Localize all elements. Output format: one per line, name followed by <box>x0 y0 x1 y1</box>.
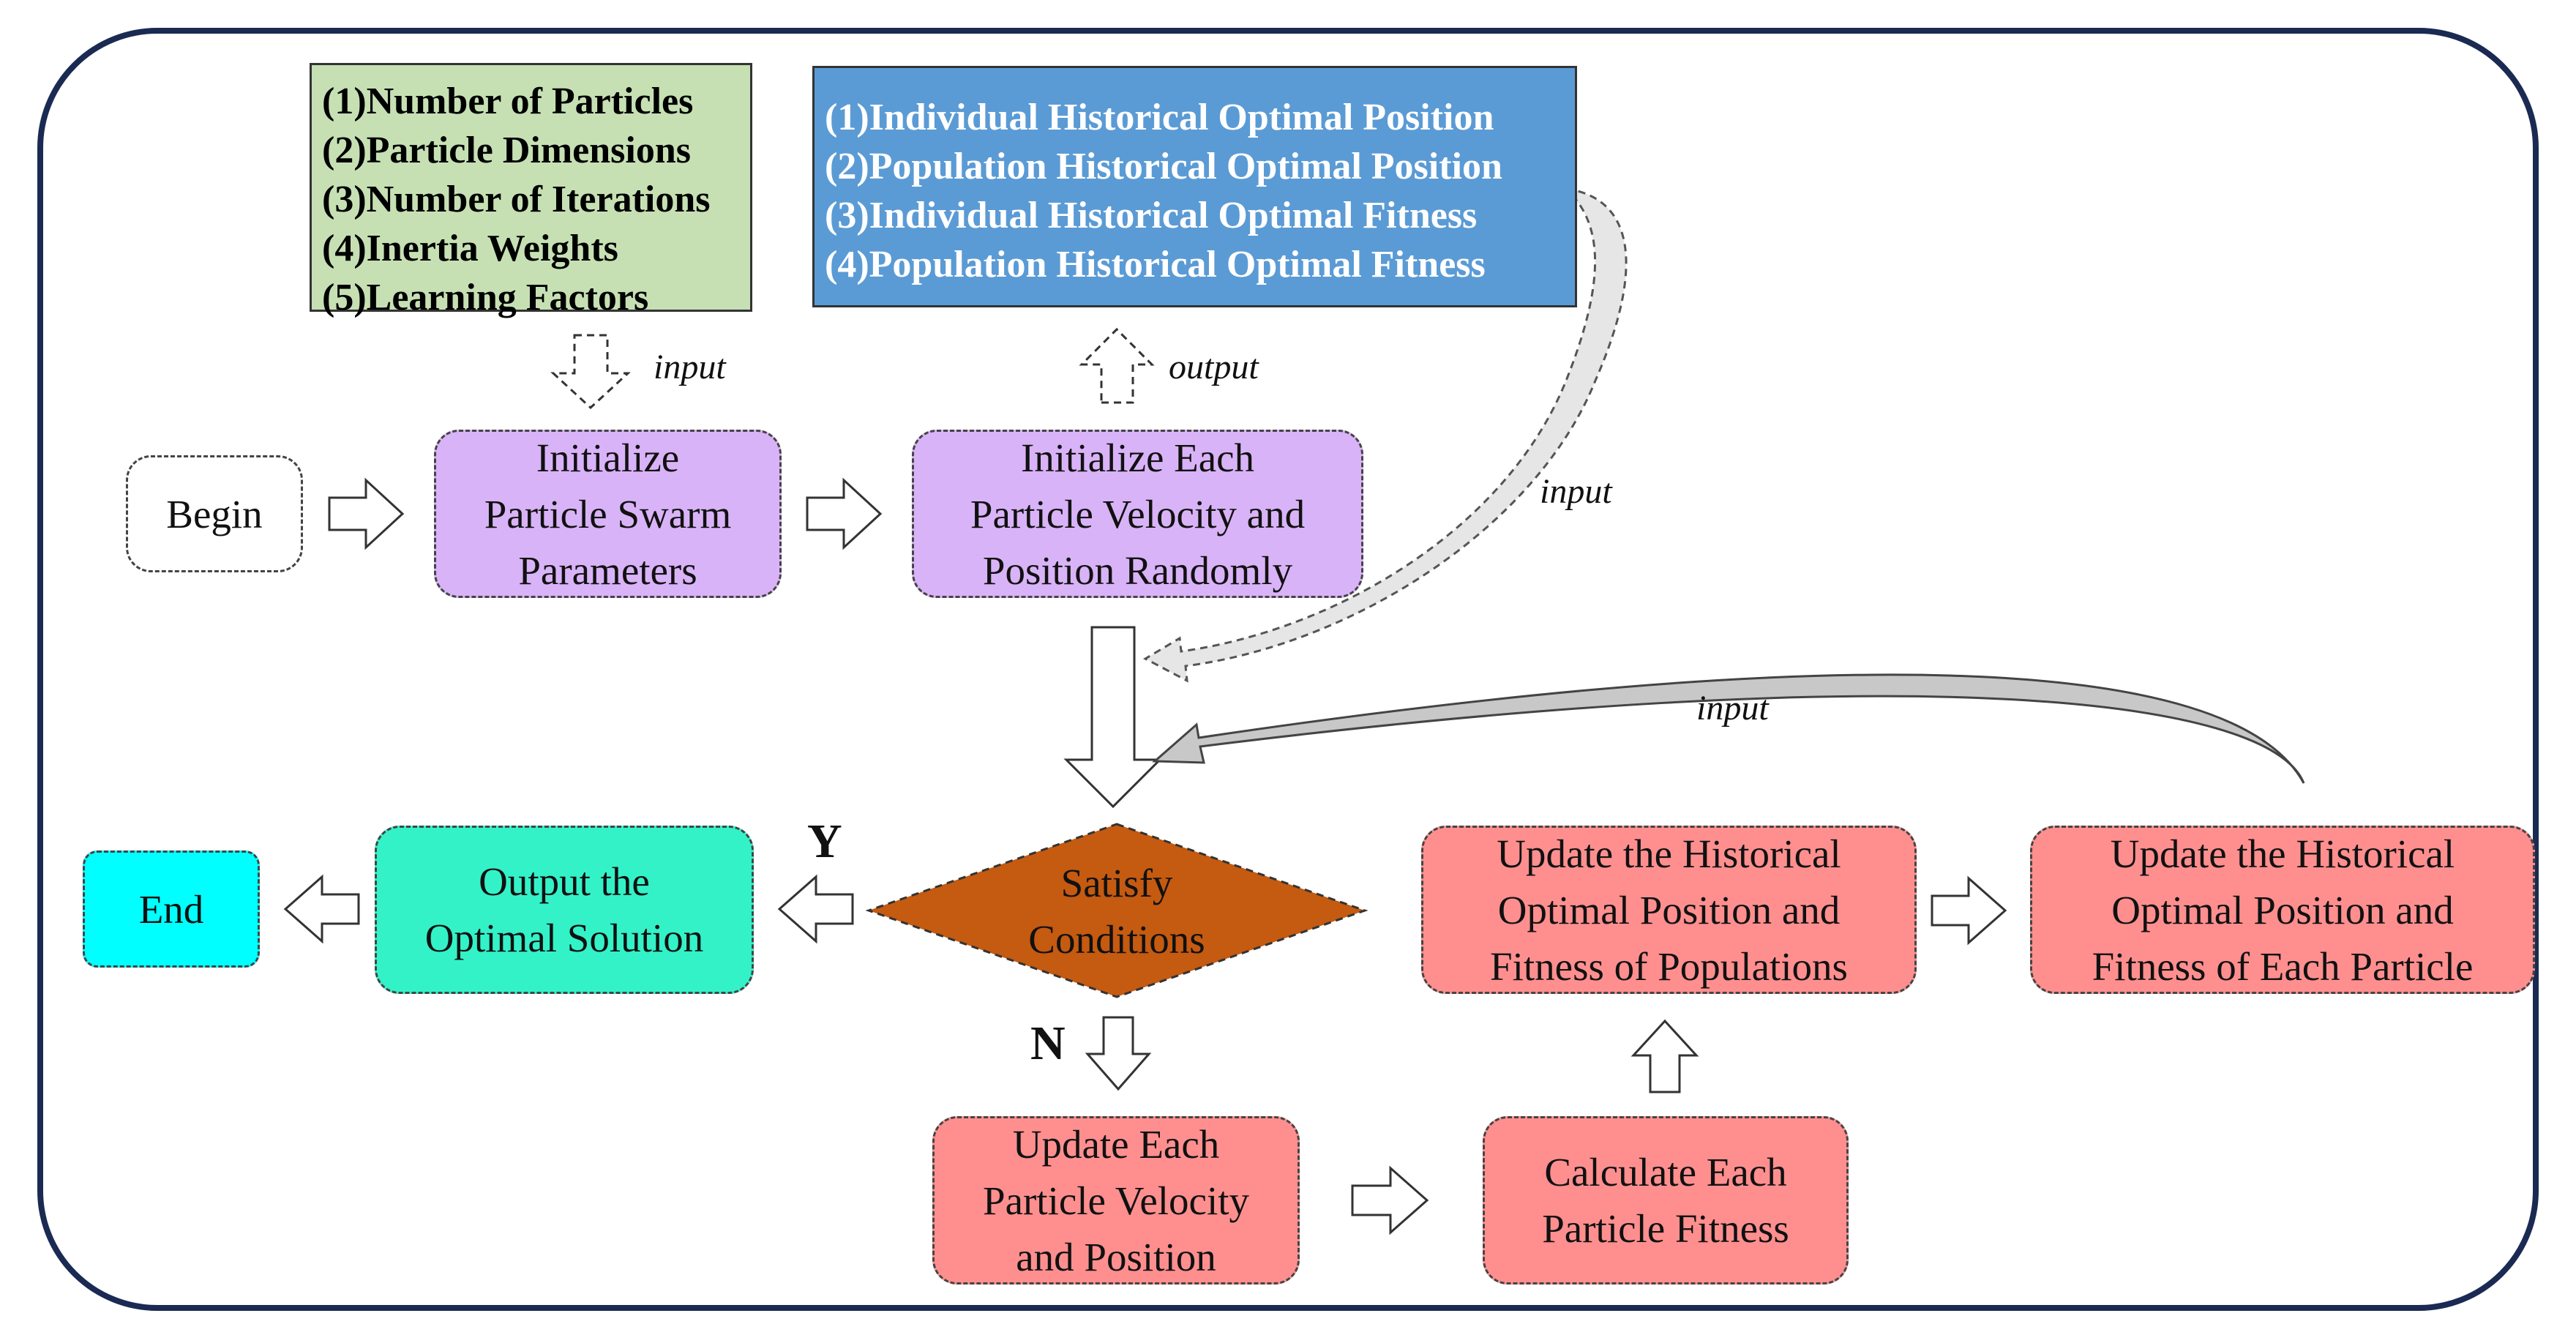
label-input-params: input <box>654 348 726 386</box>
node-init-params-label: Initialize Particle Swarm Parameters <box>484 435 732 593</box>
output-item: (4)Population Historical Optimal Fitness <box>825 244 1486 285</box>
node-update-population: Update the Historical Optimal Position a… <box>1421 826 1917 994</box>
curved-arrow-outputs-to-flow <box>1142 187 1628 683</box>
label-no: N <box>1030 1017 1066 1070</box>
node-decision: Satisfy Conditions <box>951 853 1282 970</box>
arrow-begin-to-init <box>328 477 405 550</box>
outputs-box: (1)Individual Historical Optimal Positio… <box>812 66 1577 307</box>
output-item: (1)Individual Historical Optimal Positio… <box>825 97 1494 138</box>
arrow-init-to-velocity <box>806 477 883 550</box>
param-item: (5)Learning Factors <box>322 277 649 318</box>
node-update-velocity-label: Update Each Particle Velocity and Positi… <box>982 1121 1250 1279</box>
node-init-velocity-label: Initialize Each Particle Velocity and Po… <box>970 435 1306 593</box>
node-decision-label: Satisfy Conditions <box>1028 861 1205 962</box>
node-init-params: Initialize Particle Swarm Parameters <box>434 430 782 598</box>
arrow-output <box>1079 327 1155 404</box>
arrow-yes <box>777 874 854 944</box>
node-begin-label: Begin <box>166 491 263 536</box>
arrow-input-params <box>550 334 631 410</box>
node-output-solution-label: Output the Optimal Solution <box>424 859 704 960</box>
param-item: (4)Inertia Weights <box>322 228 618 269</box>
arrow-calc-to-population <box>1630 1019 1699 1093</box>
label-input-right: input <box>1540 472 1612 511</box>
node-output-solution: Output the Optimal Solution <box>375 826 754 994</box>
node-end-label: End <box>138 886 204 932</box>
output-item: (3)Individual Historical Optimal Fitness <box>825 195 1478 236</box>
node-calc-fitness: Calculate Each Particle Fitness <box>1483 1116 1849 1284</box>
node-end: End <box>83 850 260 968</box>
node-init-velocity: Initialize Each Particle Velocity and Po… <box>912 430 1363 598</box>
curved-arrow-loop <box>1152 673 2305 784</box>
label-output: output <box>1169 348 1259 386</box>
outer-frame <box>37 28 2539 1311</box>
parameters-box: (1)Number of Particles (2)Particle Dimen… <box>310 63 752 318</box>
arrow-velocity-to-decision <box>1063 626 1163 809</box>
param-item: (3)Number of Iterations <box>322 179 711 220</box>
output-item: (2)Population Historical Optimal Positio… <box>825 146 1502 187</box>
param-item: (2)Particle Dimensions <box>322 130 692 171</box>
decision-diamond <box>865 823 1368 998</box>
node-update-velocity: Update Each Particle Velocity and Positi… <box>932 1116 1300 1284</box>
node-begin: Begin <box>126 455 303 572</box>
arrow-no <box>1085 1016 1152 1091</box>
label-yes: Y <box>807 815 842 868</box>
node-update-particle-label: Update the Historical Optimal Position a… <box>2092 831 2474 989</box>
arrow-update-to-calc <box>1351 1165 1429 1235</box>
node-update-population-label: Update the Historical Optimal Position a… <box>1490 831 1848 989</box>
node-update-particle: Update the Historical Optimal Position a… <box>2030 826 2535 994</box>
node-calc-fitness-label: Calculate Each Particle Fitness <box>1542 1150 1789 1251</box>
param-item: (1)Number of Particles <box>322 81 694 122</box>
label-input-loop: input <box>1696 689 1769 728</box>
arrow-population-to-particle <box>1931 875 2007 946</box>
arrow-to-end <box>283 874 360 944</box>
